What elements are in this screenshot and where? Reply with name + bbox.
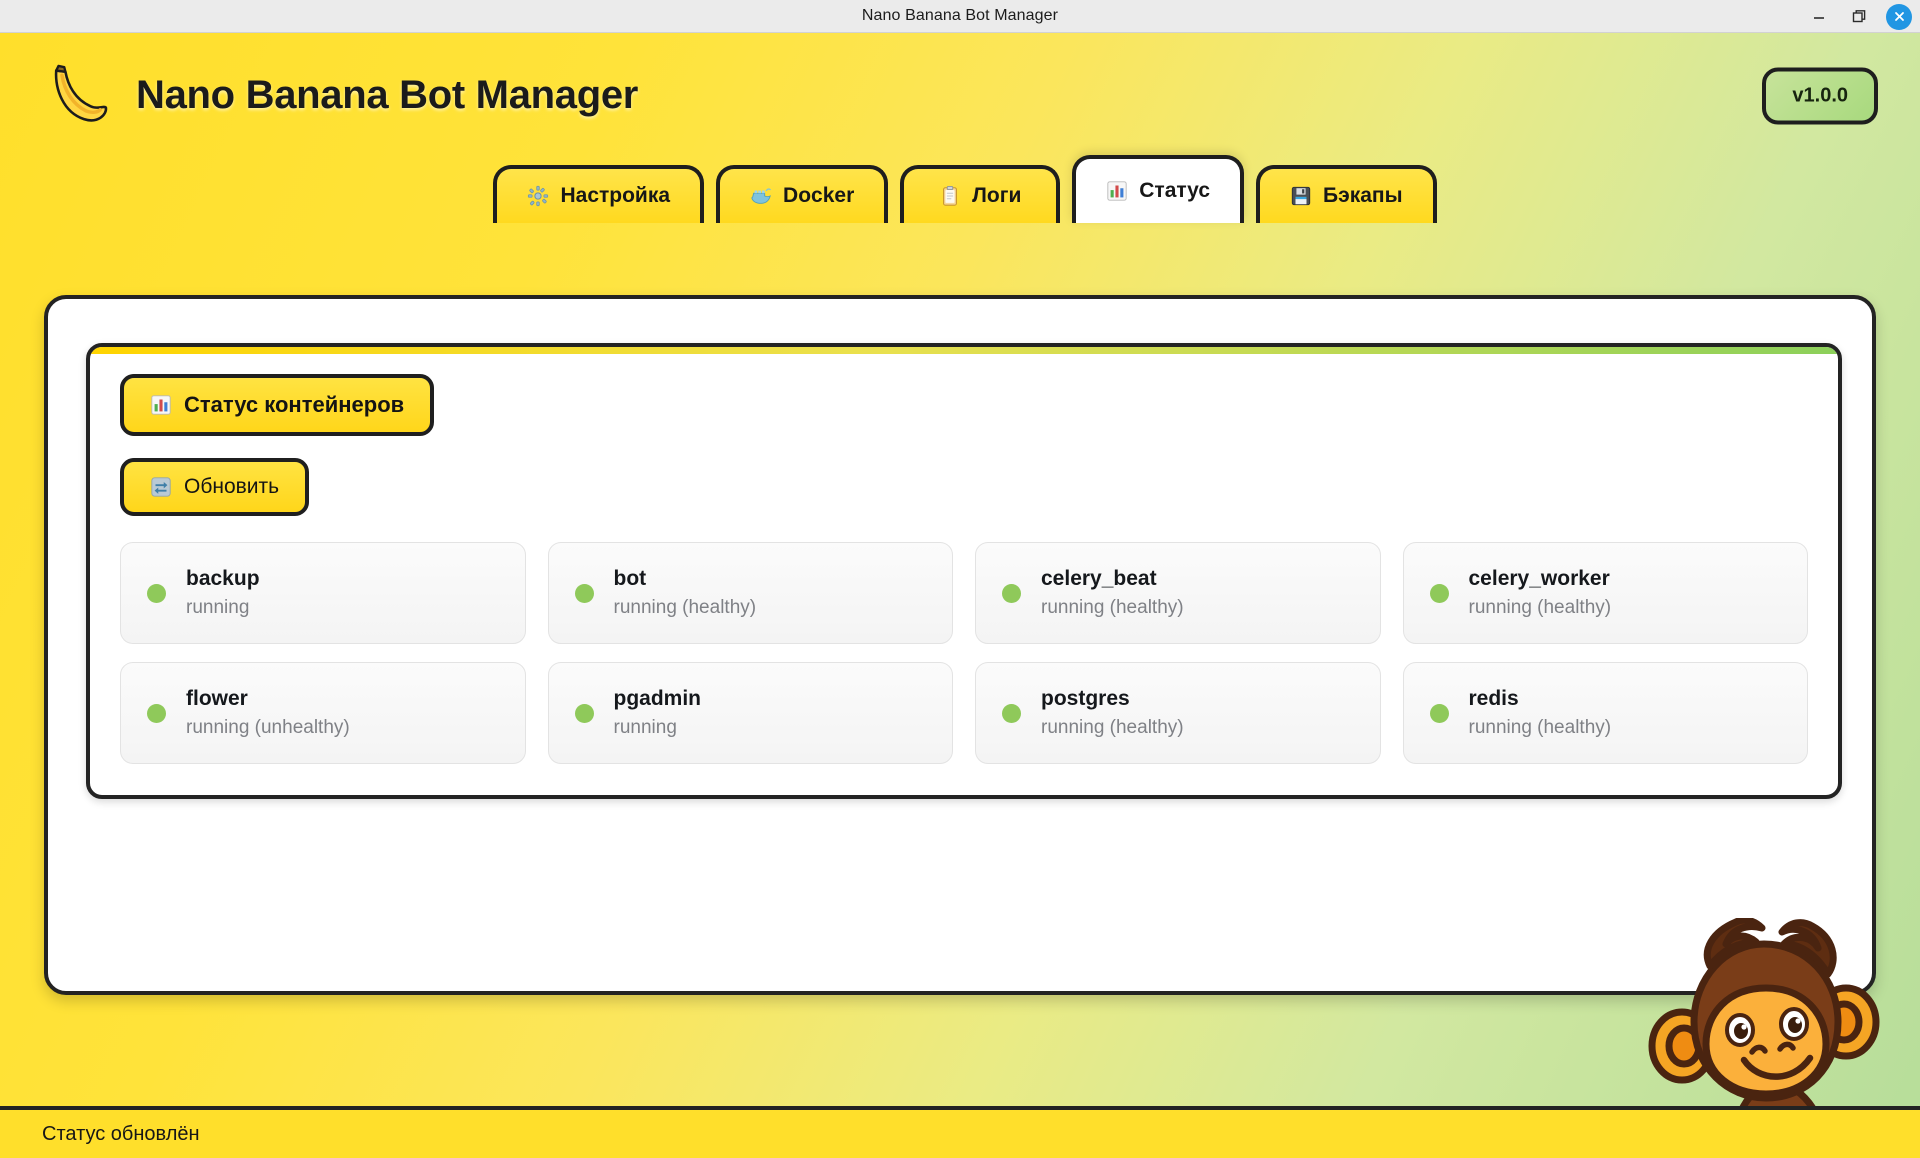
status-dot [1429, 583, 1449, 603]
brand: Nano Banana Bot Manager [40, 59, 638, 133]
tab-status[interactable]: Статус [1072, 155, 1245, 223]
status-dot [1429, 703, 1449, 723]
container-card[interactable]: celery_beat running (healthy) [975, 542, 1381, 644]
status-dot [147, 583, 166, 603]
container-status: running [613, 717, 677, 738]
tab-label: Docker [783, 184, 855, 207]
container-status: running [186, 597, 250, 618]
window-title: Nano Banana Bot Manager [861, 7, 1059, 24]
container-status: running (healthy) [1468, 597, 1612, 618]
tab-nastroyka[interactable]: Настройка [493, 165, 705, 223]
container-name: postgres [1041, 687, 1130, 710]
tab-bar: Настройка Docker Логи [0, 155, 1920, 223]
container-status: running (unhealthy) [186, 717, 350, 738]
app-header: Nano Banana Bot Manager v1.0.0 [0, 33, 1920, 158]
tab-label: Бэкапы [1323, 184, 1403, 207]
close-icon[interactable] [1886, 3, 1912, 30]
container-card[interactable]: redis running (healthy) [1402, 662, 1808, 764]
tab-docker[interactable]: Docker [716, 165, 889, 223]
page-title: Nano Banana Bot Manager [136, 73, 639, 117]
container-name: backup [186, 567, 260, 590]
gear-icon [528, 185, 549, 207]
container-status: running (healthy) [1041, 597, 1184, 618]
refresh-button[interactable]: Обновить [120, 458, 310, 516]
container-grid: backup running bot running (healthy) [120, 542, 1808, 764]
tab-logi[interactable]: Логи [900, 165, 1061, 223]
tab-bekapy[interactable]: Бэкапы [1256, 165, 1437, 223]
status-dot [574, 583, 594, 603]
clipboard-icon [943, 186, 958, 206]
button-label: Обновить [184, 475, 280, 498]
tab-label: Настройка [560, 184, 671, 207]
banana-icon [54, 64, 108, 122]
button-label: Статус контейнеров [184, 392, 405, 417]
container-card[interactable]: celery_worker running (healthy) [1402, 542, 1808, 644]
status-bar: Статус обновлён [0, 1106, 1920, 1158]
container-card[interactable]: flower running (unhealthy) [120, 662, 526, 764]
tab-label: Статус [1139, 179, 1211, 202]
status-bar-text: Статус обновлён [42, 1122, 200, 1145]
container-name: flower [186, 687, 248, 710]
accent-strip [90, 347, 1838, 354]
container-name: redis [1468, 687, 1519, 710]
window-titlebar: Nano Banana Bot Manager [0, 0, 1920, 33]
container-name: pgadmin [613, 687, 702, 710]
status-dot [147, 703, 166, 723]
status-dot [1002, 583, 1021, 603]
container-name: celery_worker [1468, 567, 1610, 590]
version-badge: v1.0.0 [1762, 67, 1878, 124]
container-name: bot [613, 567, 647, 590]
main-panel: Статус контейнеров Обновить ba [44, 295, 1876, 995]
container-card[interactable]: backup running [120, 542, 526, 644]
container-status: running (healthy) [613, 597, 757, 618]
status-card: Статус контейнеров Обновить ba [86, 343, 1842, 799]
bar-chart-icon [1107, 181, 1127, 201]
container-card[interactable]: postgres running (healthy) [975, 662, 1381, 764]
container-status: running (healthy) [1041, 717, 1184, 738]
status-card-body: Статус контейнеров Обновить ba [90, 354, 1838, 788]
container-card[interactable]: bot running (healthy) [547, 542, 953, 644]
refresh-icon [151, 477, 171, 497]
container-status-button[interactable]: Статус контейнеров [120, 374, 435, 436]
container-name: celery_beat [1041, 567, 1157, 590]
tab-label: Логи [972, 184, 1022, 207]
whale-icon [751, 188, 771, 204]
app-window: Nano Banana Bot Manager v1.0.0 Настройка [0, 33, 1920, 1158]
status-dot [574, 703, 594, 723]
container-card[interactable]: pgadmin running [547, 662, 953, 764]
minimize-icon[interactable] [1806, 4, 1832, 30]
maximize-icon[interactable] [1846, 4, 1872, 30]
container-status: running (healthy) [1468, 717, 1612, 738]
floppy-icon [1291, 186, 1311, 206]
status-dot [1002, 703, 1021, 723]
window-controls [1806, 0, 1912, 33]
bar-chart-icon [151, 395, 171, 415]
